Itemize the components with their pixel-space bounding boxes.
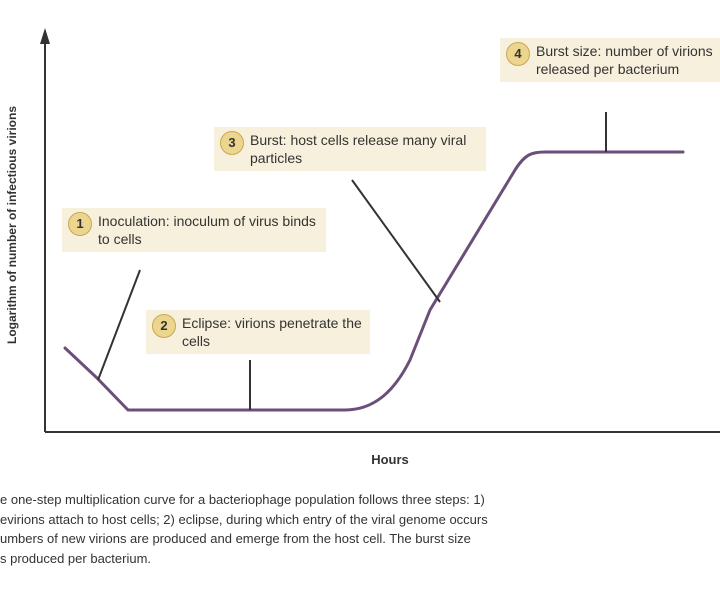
callout-burst-size-text: Burst size: number of virions released p… bbox=[536, 43, 713, 77]
caption-line: evirions attach to host cells; 2) eclips… bbox=[0, 511, 488, 527]
x-axis-label: Hours bbox=[371, 452, 409, 467]
callout-3-leader bbox=[351, 179, 441, 303]
callout-inoculation: 1 Inoculation: inoculum of virus binds t… bbox=[62, 208, 326, 252]
caption-line: umbers of new virions are produced and e… bbox=[0, 531, 471, 546]
step-4-badge: 4 bbox=[506, 42, 530, 66]
y-axis-arrow bbox=[40, 28, 50, 44]
one-step-growth-diagram: 1 Inoculation: inoculum of virus binds t… bbox=[5, 28, 720, 467]
callout-burst: 3 Burst: host cells release many viral p… bbox=[214, 127, 486, 171]
step-2-badge: 2 bbox=[152, 314, 176, 338]
caption-line: s produced per bacterium. bbox=[0, 550, 152, 566]
callout-burst-size: 4 Burst size: number of virions released… bbox=[500, 38, 720, 82]
y-axis-label: Logarithm of number of infectious virion… bbox=[5, 106, 19, 345]
diagram-graphics bbox=[40, 28, 720, 433]
callout-eclipse-text: Eclipse: virions penetrate the cells bbox=[182, 315, 362, 349]
caption-line: e one-step multiplication curve for a ba… bbox=[0, 492, 485, 507]
figure-caption: e one-step multiplication curve for a ba… bbox=[0, 490, 720, 568]
callout-burst-text: Burst: host cells release many viral par… bbox=[250, 132, 467, 166]
step-3-badge: 3 bbox=[220, 131, 244, 155]
callout-eclipse: 2 Eclipse: virions penetrate the cells bbox=[146, 310, 370, 354]
step-1-badge: 1 bbox=[68, 212, 92, 236]
growth-curve bbox=[63, 150, 685, 412]
callout-inoculation-text: Inoculation: inoculum of virus binds to … bbox=[98, 213, 316, 247]
callout-1-leader bbox=[97, 269, 141, 381]
